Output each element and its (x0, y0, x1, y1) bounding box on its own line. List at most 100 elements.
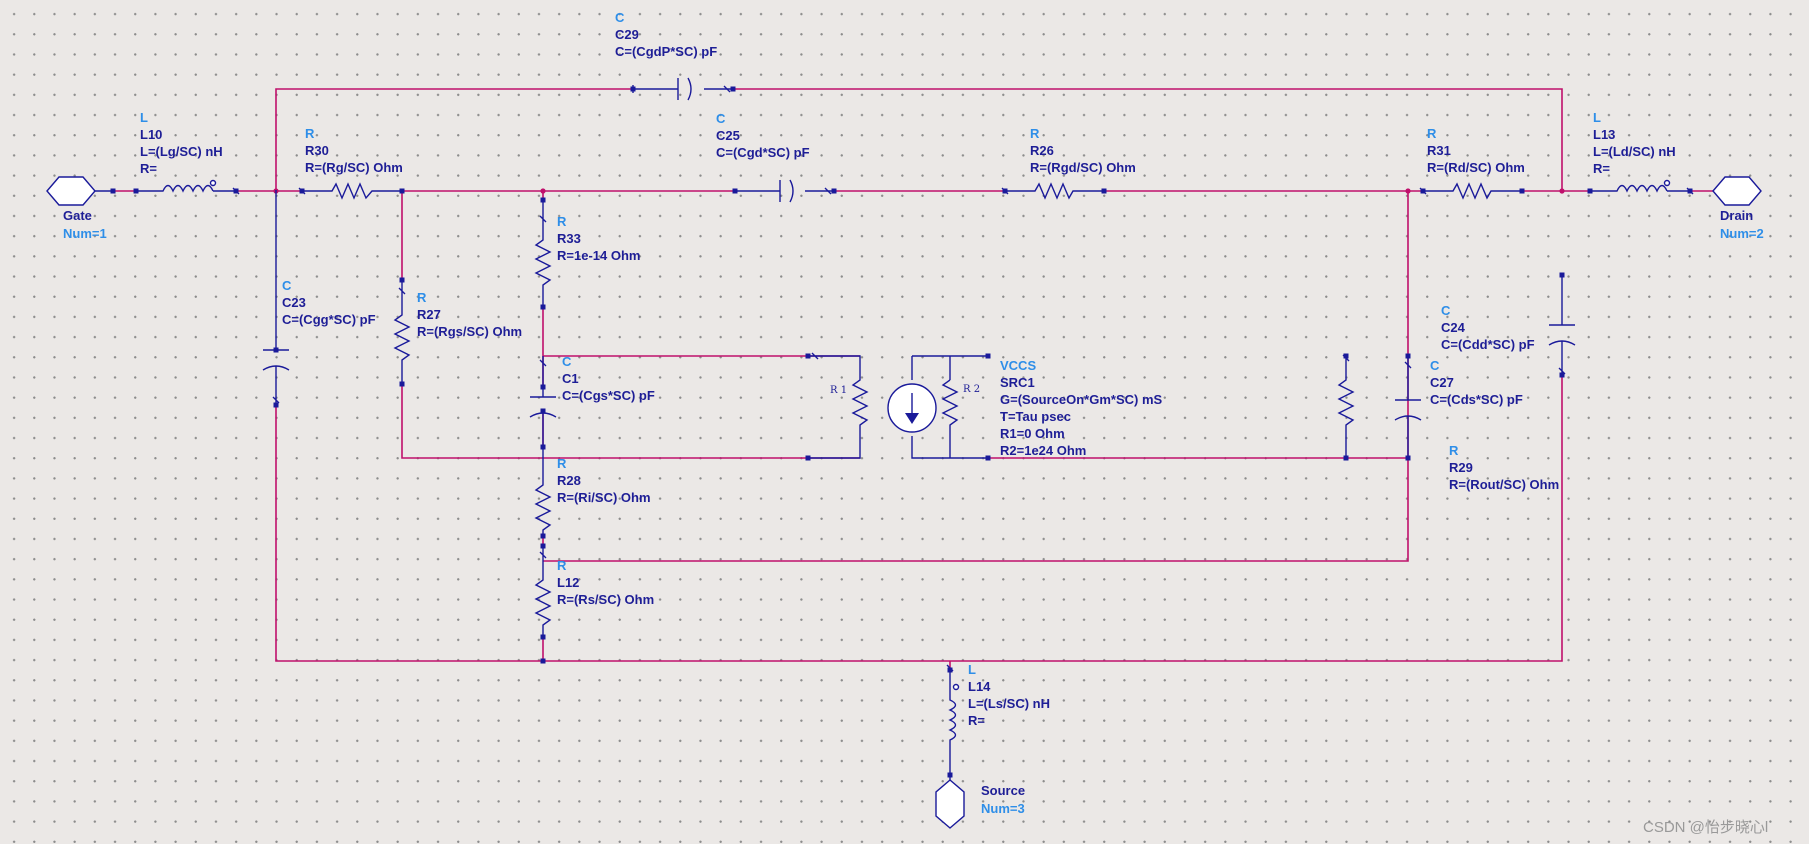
pin-dot (730, 86, 736, 92)
l14-symbol[interactable] (946, 664, 960, 775)
c25-label-name: C25 (716, 128, 740, 143)
c1-label-params-0: C=(Cgs*SC) pF (562, 388, 655, 403)
drain-port-name: Drain (1720, 208, 1753, 223)
wire-outer-top (275, 88, 1563, 190)
pin-dot (1002, 188, 1008, 194)
c25-symbol[interactable] (735, 179, 834, 203)
r26-symbol[interactable] (1001, 182, 1104, 200)
c29-label-name: C29 (615, 27, 639, 42)
l10-label-type: L (140, 110, 148, 125)
l13-label-params-0: L=(Ld/SC) nH (1593, 144, 1676, 159)
r28-label-name: R28 (557, 473, 581, 488)
r33-symbol[interactable] (534, 200, 552, 307)
pin-dot (1343, 455, 1349, 461)
pin-dot (540, 658, 546, 664)
r27-label-name: R27 (417, 307, 441, 322)
pin-dot (399, 188, 405, 194)
c29-label-type: C (615, 10, 625, 25)
r29-label-type: R (1449, 443, 1459, 458)
pin-dot (399, 381, 405, 387)
drain-port-num: Num=2 (1720, 226, 1764, 241)
r30-label-params-0: R=(Rg/SC) Ohm (305, 160, 403, 175)
pin-dot (540, 543, 546, 549)
c1-symbol[interactable] (529, 356, 557, 447)
l14-label-params-0: L=(Ls/SC) nH (968, 696, 1050, 711)
r29-label-params-0: R=(Rout/SC) Ohm (1449, 477, 1559, 492)
drain-port-symbol[interactable] (1712, 176, 1762, 206)
r26-label-name: R26 (1030, 143, 1054, 158)
c27-symbol[interactable] (1394, 356, 1422, 458)
c23-label-type: C (282, 278, 292, 293)
source-port-name: Source (981, 783, 1025, 798)
src1-label-params-3: R2=1e24 Ohm (1000, 443, 1086, 458)
drain-port-label: Drain Num=2 (1720, 208, 1764, 241)
r31-symbol[interactable] (1419, 182, 1522, 200)
c29-label-params-0: C=(CgdP*SC) pF (615, 44, 717, 59)
source-port-symbol[interactable] (935, 775, 965, 829)
r1-symbol[interactable] (808, 352, 869, 459)
l13-symbol[interactable] (1590, 179, 1694, 195)
r28-symbol[interactable] (534, 447, 552, 536)
c27-label-type: C (1430, 358, 1440, 373)
c1-label-type: C (562, 354, 572, 369)
c25-label-params-0: C=(Cgd*SC) pF (716, 145, 810, 160)
c23-label-params-0: C=(Cgg*SC) pF (282, 312, 376, 327)
l12-symbol[interactable] (534, 546, 552, 637)
rout-symbol[interactable] (1337, 354, 1355, 458)
r30-symbol[interactable] (298, 182, 402, 200)
c1-label-name: C1 (562, 371, 579, 386)
pin-dot (1559, 272, 1565, 278)
wires (113, 88, 1713, 670)
pin-dot (273, 402, 279, 408)
gate-port-symbol[interactable] (46, 176, 113, 206)
gate-port-label: Gate Num=1 (63, 208, 107, 241)
c24-label-type: C (1441, 303, 1451, 318)
r33-label-params-0: R=1e-14 Ohm (557, 248, 640, 263)
c25-label-type: C (716, 111, 726, 126)
src1-label-params-1: T=Tau psec (1000, 409, 1071, 424)
c24-symbol[interactable] (1548, 275, 1576, 375)
r27-symbol[interactable] (393, 280, 411, 384)
pin-dot (540, 304, 546, 310)
src1-label-params-0: G=(SourceOn*Gm*SC) mS (1000, 392, 1163, 407)
pin-dot (1405, 455, 1411, 461)
l14-label-params-1: R= (968, 713, 985, 728)
pin-dot (831, 188, 837, 194)
l13-label-params-1: R= (1593, 161, 1610, 176)
l14-label-type: L (968, 662, 976, 677)
pin-dot (540, 384, 546, 390)
wire-r27 (401, 191, 543, 459)
r27-label-params-0: R=(Rgs/SC) Ohm (417, 324, 522, 339)
c1-label: C C1C=(Cgs*SC) pF (562, 354, 655, 403)
source-port-label: Source Num=3 (981, 783, 1025, 816)
watermark: CSDN @怡步晓心l (1643, 819, 1768, 836)
c24-label-params-0: C=(Cdd*SC) pF (1441, 337, 1535, 352)
r31-label-params-0: R=(Rd/SC) Ohm (1427, 160, 1525, 175)
junction-dot (1559, 188, 1565, 194)
c29-symbol[interactable] (632, 77, 733, 101)
l10-label-name: L10 (140, 127, 162, 142)
src1-symbol[interactable] (887, 355, 988, 459)
r29-label-name: R29 (1449, 460, 1473, 475)
pin-dot (732, 188, 738, 194)
junction-dot (1405, 188, 1411, 194)
src1-label-params-2: R1=0 Ohm (1000, 426, 1065, 441)
pin-dot (540, 634, 546, 640)
l10-label-params-0: L=(Lg/SC) nH (140, 144, 223, 159)
gate-port-name: Gate (63, 208, 92, 223)
pin-dot (1687, 188, 1693, 194)
l10-symbol[interactable] (136, 179, 240, 195)
pin-dot (233, 188, 239, 194)
